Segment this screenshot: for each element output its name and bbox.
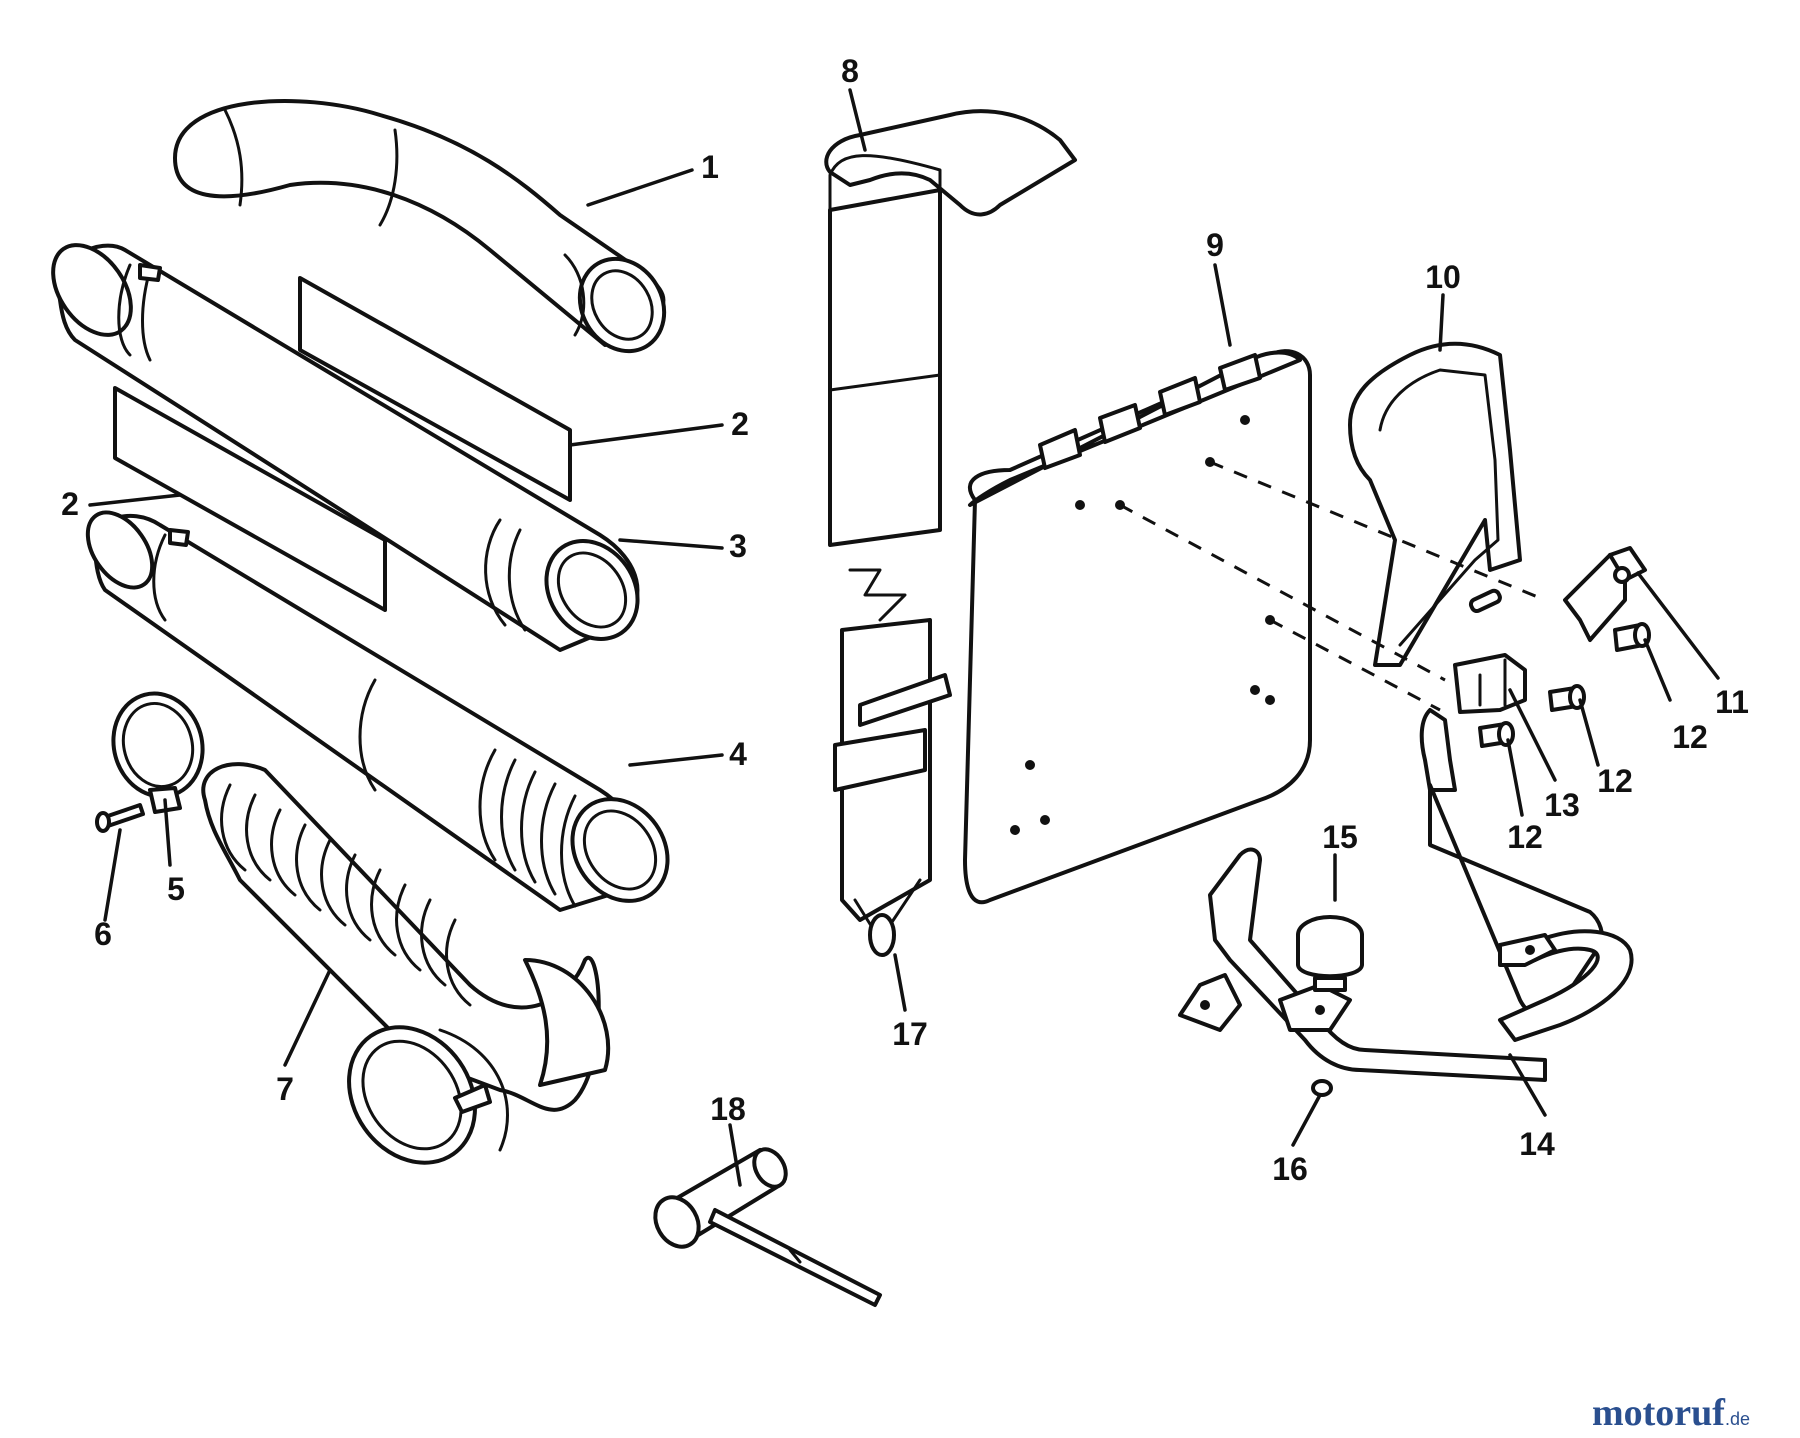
callout-9: 9 <box>1206 227 1224 263</box>
part-13-frame-bracket <box>1453 653 1527 714</box>
part-4-ribbed-blower-tube <box>85 510 670 912</box>
callout-12-right: 12 <box>1672 719 1708 755</box>
part-2-decal-upper <box>298 276 572 502</box>
part-6-clamp-screw <box>95 803 145 833</box>
svg-text:motoruf.de: motoruf.de <box>1592 1392 1750 1434</box>
part-5-hose-clamp <box>111 691 205 814</box>
part-12-screw-b <box>1548 684 1586 712</box>
part-15-fuel-cap <box>1296 915 1364 992</box>
callout-12-left: 12 <box>1507 819 1543 855</box>
leader-lines <box>88 88 1720 1187</box>
part-17-strap-ring <box>868 913 896 957</box>
callout-1: 1 <box>701 149 719 185</box>
hose-ribs <box>220 783 472 1007</box>
callout-2-upper: 2 <box>731 406 749 442</box>
alignment-lines <box>1119 460 1546 712</box>
part-7-flex-hose <box>201 762 611 1165</box>
part-10-backpack-frame <box>1348 341 1522 667</box>
part-8-shoulder-strap <box>824 109 1077 942</box>
callout-18: 18 <box>710 1091 746 1127</box>
callout-4: 4 <box>729 736 747 772</box>
watermark-brand: motoruf <box>1592 1392 1726 1434</box>
callout-6: 6 <box>94 916 112 952</box>
callout-11: 11 <box>1715 684 1749 720</box>
part-3-straight-blower-tube <box>51 243 640 652</box>
callout-16: 16 <box>1272 1151 1308 1187</box>
part-2-decal-lower <box>113 386 387 612</box>
part-16-rubber-plug <box>1311 1079 1333 1097</box>
callout-15: 15 <box>1322 819 1358 855</box>
callout-2-lower: 2 <box>61 486 79 522</box>
callout-8: 8 <box>841 53 859 89</box>
callout-14: 14 <box>1519 1126 1555 1162</box>
callout-7: 7 <box>276 1071 294 1107</box>
callout-3: 3 <box>729 528 747 564</box>
callout-numbers: 1 2 2 3 4 5 6 7 8 9 10 11 12 12 12 13 14… <box>61 53 1749 1187</box>
watermark-suffix: .de <box>1725 1409 1750 1429</box>
part-12-screw-a <box>1613 622 1651 652</box>
part-11-frame-bracket <box>1563 546 1647 642</box>
callout-5: 5 <box>167 871 185 907</box>
callout-17: 17 <box>892 1016 928 1052</box>
part-14-base-frame <box>1178 708 1634 1082</box>
callout-12-middle: 12 <box>1597 763 1633 799</box>
callout-10: 10 <box>1425 259 1461 295</box>
part-18-spark-plug-wrench <box>653 1147 882 1307</box>
part-9-back-pad <box>963 349 1312 905</box>
part-1-upper-blower-tube <box>173 98 667 354</box>
callout-13: 13 <box>1544 787 1580 823</box>
watermark-logo: motoruf.de <box>1592 1392 1750 1434</box>
